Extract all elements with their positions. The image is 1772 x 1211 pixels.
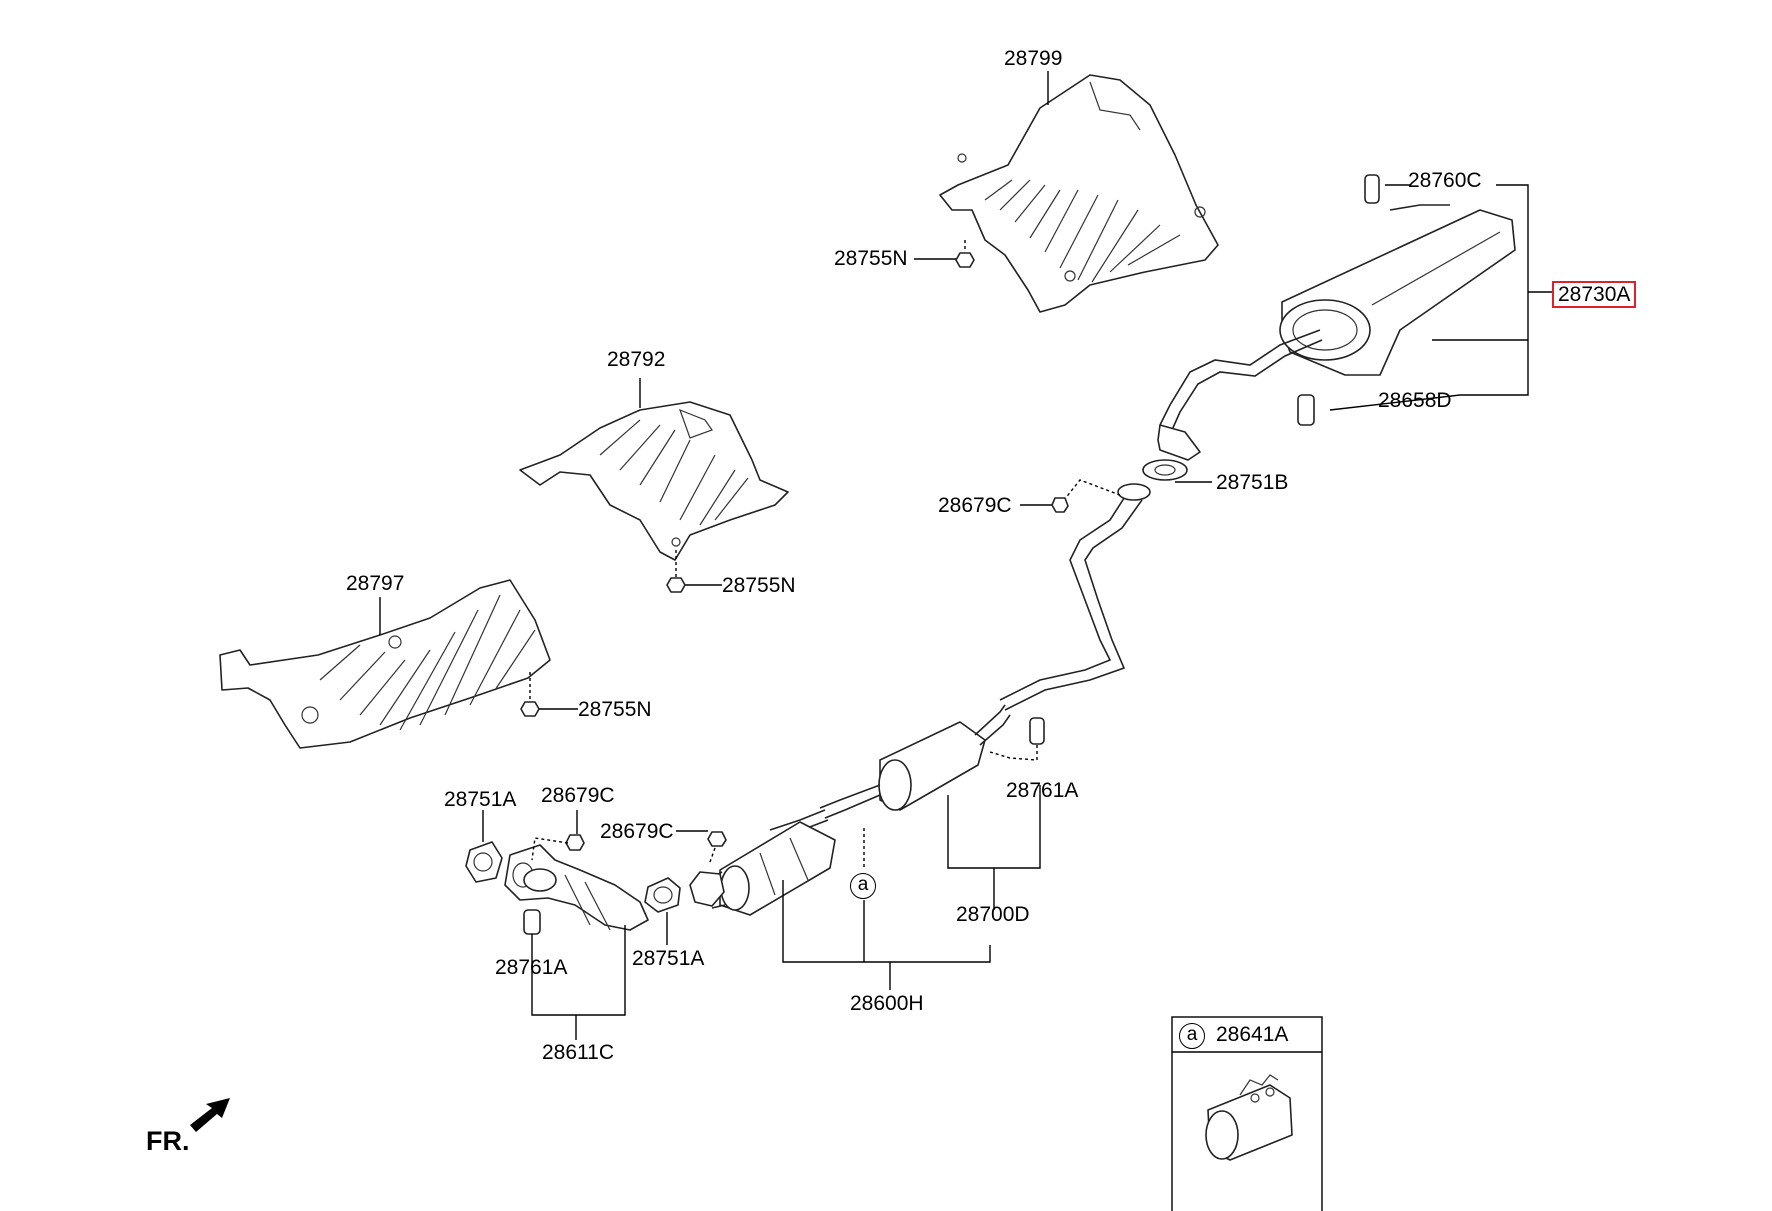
gasket-28751A-center[interactable] xyxy=(644,877,681,913)
label-28797[interactable]: 28797 xyxy=(346,572,405,595)
rear-tailpipe[interactable] xyxy=(1159,329,1323,431)
heat-shield-upper[interactable] xyxy=(939,74,1219,313)
nut-28755N-top[interactable] xyxy=(955,252,975,268)
center-pipe-flange[interactable] xyxy=(1117,483,1151,501)
nut-28679C-right[interactable] xyxy=(1051,497,1069,513)
bracket-28611C xyxy=(531,925,626,1016)
cat-inlet-flange[interactable] xyxy=(689,871,725,907)
label-28611C[interactable]: 28611C xyxy=(542,1041,615,1064)
label-28761A-left[interactable]: 28761A xyxy=(495,956,568,979)
rear-muffler[interactable] xyxy=(1279,209,1516,376)
label-28600H[interactable]: 28600H xyxy=(850,992,924,1015)
label-28792[interactable]: 28792 xyxy=(607,348,666,371)
leader-28679C-center-dash xyxy=(709,847,716,863)
leader-28658D xyxy=(1329,394,1461,411)
heat-shield-lower[interactable] xyxy=(219,579,551,749)
leader-28761A-right-dash xyxy=(989,745,1038,761)
label-28679C-left[interactable]: 28679C xyxy=(541,784,615,807)
leader-28679C-right-dash xyxy=(1059,479,1121,506)
label-28658D[interactable]: 28658D xyxy=(1378,389,1452,412)
hanger-28761A-right[interactable] xyxy=(1029,717,1045,745)
bracket-28730A xyxy=(1460,184,1529,396)
nut-28679C-center[interactable] xyxy=(707,831,727,847)
label-28755N-low[interactable]: 28755N xyxy=(578,698,652,721)
leader-28679C-left-dash xyxy=(531,837,569,861)
inset-box xyxy=(1171,1016,1323,1211)
label-28700D[interactable]: 28700D xyxy=(956,903,1030,926)
center-pipe[interactable] xyxy=(999,491,1143,711)
front-direction-label: FR. xyxy=(146,1126,190,1156)
label-28751A-left[interactable]: 28751A xyxy=(444,788,517,811)
inset-callout-a: a xyxy=(1179,1023,1205,1049)
center-muffler[interactable] xyxy=(819,704,1011,819)
clamp-28641A[interactable] xyxy=(1205,1074,1293,1161)
nut-28679C-left[interactable] xyxy=(565,834,585,851)
arrow-down-left-icon xyxy=(190,1098,230,1132)
label-28799[interactable]: 28799 xyxy=(1004,47,1063,70)
callout-a[interactable]: a xyxy=(850,873,876,899)
rear-pipe-flange[interactable] xyxy=(1157,424,1201,461)
gasket-28751A-left[interactable] xyxy=(465,841,503,883)
label-28679C-right[interactable]: 28679C xyxy=(938,494,1012,517)
gasket-28751B[interactable] xyxy=(1142,459,1188,481)
label-28751B[interactable]: 28751B xyxy=(1216,471,1289,494)
label-28641A[interactable]: 28641A xyxy=(1216,1023,1289,1046)
label-28755N-top[interactable]: 28755N xyxy=(834,247,908,270)
nut-28755N-low[interactable] xyxy=(520,701,540,717)
label-28730A[interactable]: 28730A xyxy=(1552,281,1637,308)
nut-28755N-mid[interactable] xyxy=(666,577,686,593)
label-28679C-center[interactable]: 28679C xyxy=(600,820,674,843)
label-28751A-center[interactable]: 28751A xyxy=(632,947,705,970)
label-28760C[interactable]: 28760C xyxy=(1408,169,1482,192)
label-28755N-mid[interactable]: 28755N xyxy=(722,574,796,597)
label-28761A-right[interactable]: 28761A xyxy=(1006,779,1079,802)
heat-shield-middle[interactable] xyxy=(519,401,789,561)
catalytic-converter[interactable] xyxy=(719,821,836,916)
hanger-28658D[interactable] xyxy=(1297,394,1315,426)
front-pipe[interactable] xyxy=(504,844,649,931)
hanger-28761A-left[interactable] xyxy=(523,909,541,935)
muffler-hanger-rod[interactable] xyxy=(1389,204,1450,211)
bracket-28600H xyxy=(782,880,991,963)
hanger-28760C[interactable] xyxy=(1364,174,1380,204)
